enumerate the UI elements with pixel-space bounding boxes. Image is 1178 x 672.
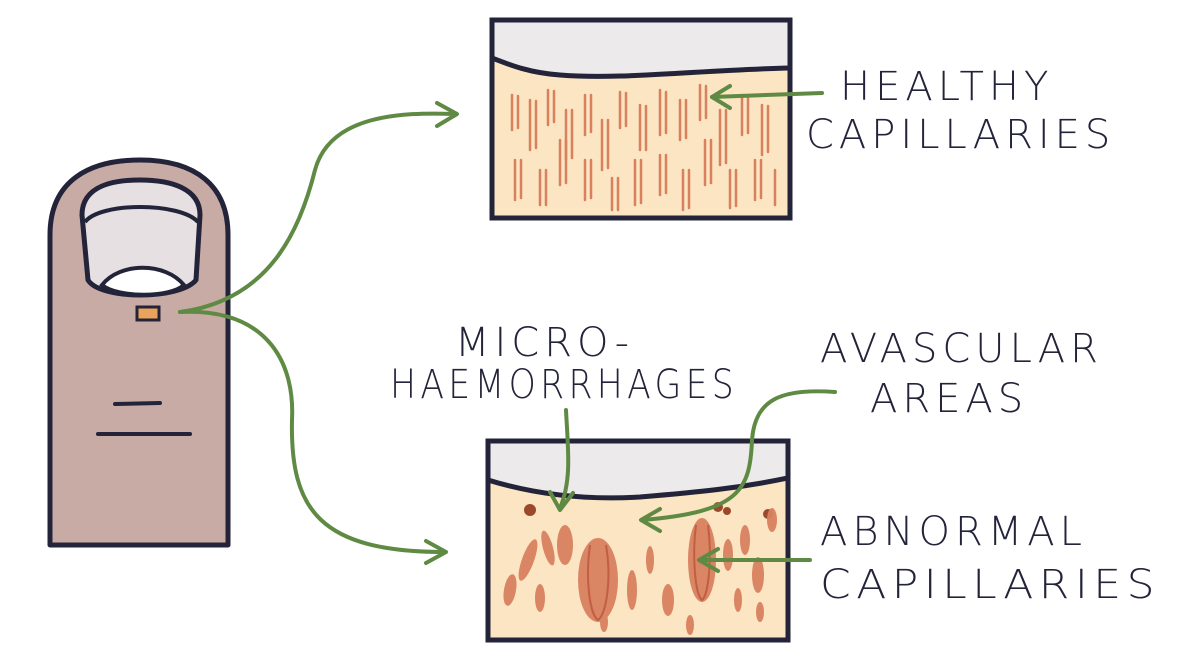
label-avascular-line2: AREAS — [870, 376, 1028, 422]
nail-lunula — [99, 265, 187, 297]
abnormal-panel-frame — [485, 438, 791, 643]
arrow-healthy-capillaries — [710, 84, 824, 110]
arrowhead-abnormal-panel — [424, 539, 448, 565]
arrowhead-healthy-panel — [435, 101, 459, 128]
arrow-avascular-areas — [639, 389, 837, 533]
arrow-abnormal-capillaries — [697, 547, 812, 573]
arrow-to-healthy-panel — [178, 111, 457, 314]
arrow-to-abnormal-panel — [178, 309, 447, 554]
nail-area-top — [492, 20, 790, 77]
healthy-capillaroscopy-panel — [489, 17, 793, 221]
nail-free-edge — [83, 205, 200, 224]
label-avascular-line1: AVASCULAR — [820, 326, 1103, 372]
healthy-capillaries — [510, 83, 777, 212]
label-healthy-line1: HEALTHY — [840, 64, 1053, 110]
label-abnormal-line2: CAPILLARIES — [820, 562, 1160, 608]
label-micro-haemorrhages: MICRO- HAEMORRHAGES — [390, 320, 738, 408]
label-micro-line2: HAEMORRHAGES — [390, 362, 738, 408]
abnormal-capillaroscopy-panel — [485, 438, 791, 643]
finger-to-panels-arrows — [178, 101, 459, 565]
label-micro-line1: MICRO- — [455, 320, 634, 366]
label-healthy-line2: CAPILLARIES — [806, 112, 1115, 158]
nailfold-highlight — [135, 305, 161, 322]
cuticle-line-top — [492, 55, 790, 79]
label-healthy-capillaries: HEALTHY CAPILLARIES — [806, 64, 1115, 158]
cuticle-line-bottom — [488, 475, 788, 501]
knuckle-crease-1 — [113, 401, 162, 406]
fingertip-illustration — [47, 157, 231, 548]
arrow-micro-haemorrhages — [548, 408, 575, 512]
label-avascular-areas: AVASCULAR AREAS — [820, 326, 1103, 422]
label-abnormal-line1: ABNORMAL — [820, 509, 1087, 555]
nail-area-bottom — [488, 441, 788, 498]
label-abnormal-capillaries: ABNORMAL CAPILLARIES — [820, 509, 1160, 608]
healthy-panel-frame — [489, 17, 793, 221]
